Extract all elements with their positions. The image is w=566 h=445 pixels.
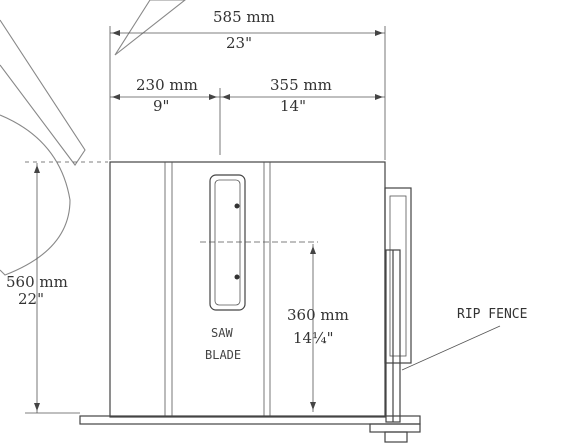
blade-height-metric: 360 mm — [287, 306, 349, 324]
base-plate — [79, 415, 421, 443]
saw-blade-label-line2: BLADE — [205, 348, 241, 362]
rip-fence-label: RIP FENCE — [457, 307, 527, 322]
saw-blade-label-line1: SAW — [211, 326, 233, 340]
blade-height-imperial: 14¼" — [293, 329, 334, 347]
right-section-metric: 355 mm — [270, 76, 332, 94]
overall-width-dimension — [109, 26, 386, 160]
height-metric: 560 mm — [6, 273, 68, 291]
overall-width-metric: 585 mm — [213, 8, 275, 26]
height-imperial: 22" — [18, 290, 44, 308]
right-section-imperial: 14" — [280, 97, 306, 115]
height-dimension — [25, 161, 108, 414]
overall-width-imperial: 23" — [226, 34, 252, 52]
left-section-metric: 230 mm — [136, 76, 198, 94]
saw-blade-slot — [200, 174, 318, 311]
left-section-imperial: 9" — [153, 97, 169, 115]
section-width-dimension — [110, 88, 385, 155]
watermark-outline — [0, 0, 186, 276]
rip-fence — [384, 187, 412, 423]
blade-height-dimension — [310, 244, 316, 412]
rip-fence-leader-line — [401, 325, 501, 371]
saw-cabinet — [109, 161, 386, 418]
